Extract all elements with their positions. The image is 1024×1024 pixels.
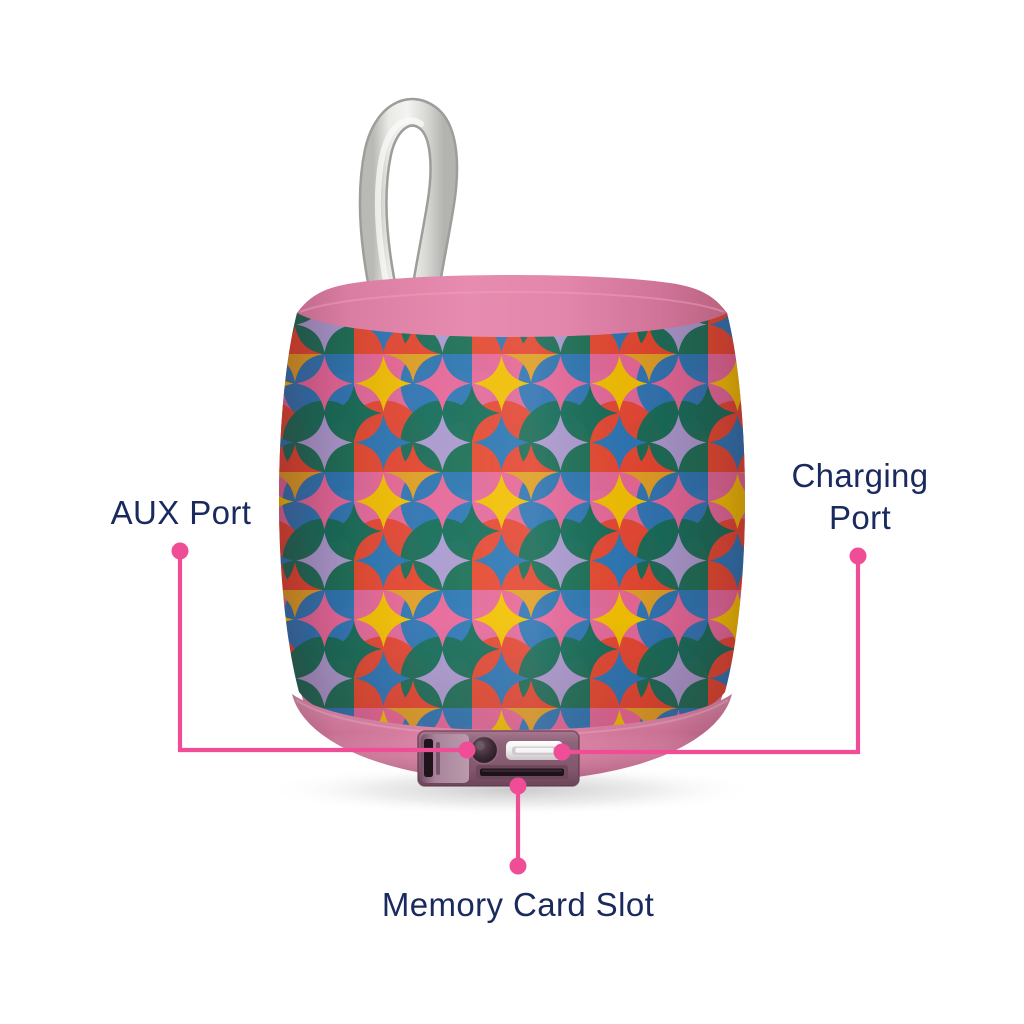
aux-jack-icon (469, 735, 499, 765)
callout-dot-aux (171, 542, 189, 560)
port-panel (417, 730, 580, 787)
callout-dot-memory (509, 857, 527, 875)
callout-dot-charging (849, 547, 867, 565)
callout-connector-charging (553, 547, 867, 761)
callout-target-dot-charging (553, 743, 571, 761)
callout-target-dot-memory (509, 777, 527, 795)
speaker-top-cap (297, 275, 727, 337)
callout-target-dot-aux (458, 741, 476, 759)
callout-connector-aux (171, 542, 476, 759)
charging-port-icon (506, 741, 563, 760)
pattern-band (279, 289, 745, 740)
memory-card-slot-icon (476, 765, 568, 779)
callout-connector-memory (509, 777, 527, 875)
speaker-body (279, 275, 745, 781)
carry-handle-icon (358, 97, 459, 315)
